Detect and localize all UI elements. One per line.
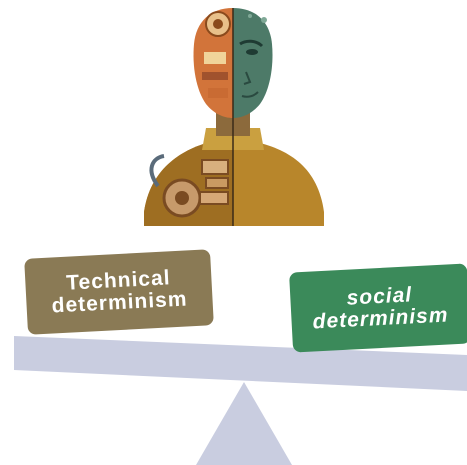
mechanical-gears xyxy=(149,154,229,218)
seesaw-beam xyxy=(14,336,467,391)
half-human-half-robot-figure-icon xyxy=(144,8,324,226)
social-determinism-label: social determinism xyxy=(289,263,467,353)
technical-determinism-text: Technical determinism xyxy=(51,266,188,318)
seesaw-fulcrum xyxy=(196,382,292,465)
social-determinism-text: social determinism xyxy=(312,283,449,334)
technical-determinism-label: Technical determinism xyxy=(24,249,214,335)
